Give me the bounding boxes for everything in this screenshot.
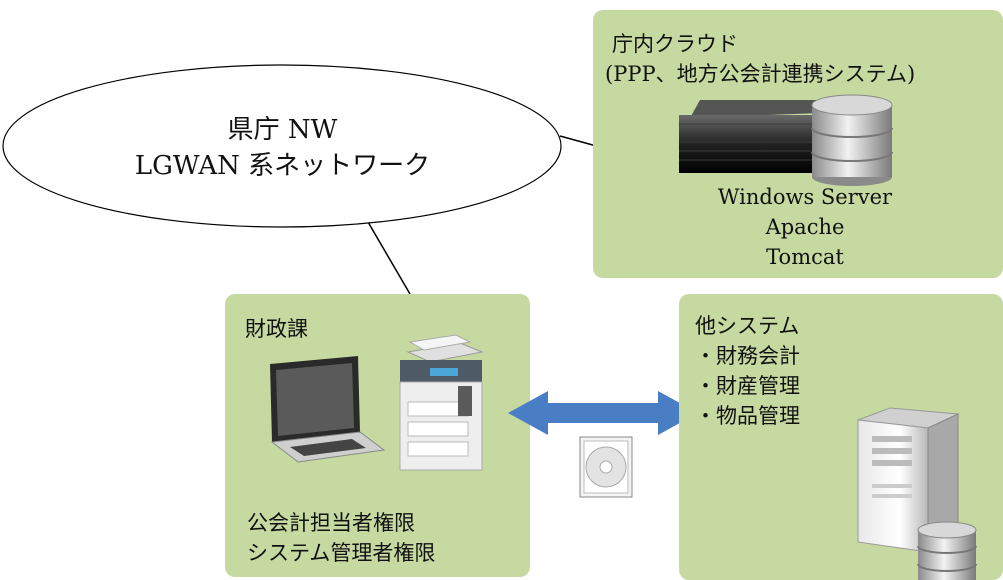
cloud-software-3: Tomcat bbox=[766, 245, 844, 269]
finance-title: 財政課 bbox=[245, 317, 308, 341]
cloud-software-2: Apache bbox=[765, 215, 845, 239]
other-item-1: ・財務会計 bbox=[695, 344, 800, 368]
network-label-line1: 県庁 NW bbox=[227, 115, 338, 145]
cloud-title: 庁内クラウド bbox=[612, 32, 738, 56]
connector-network-finance bbox=[367, 221, 411, 295]
other-item-3: ・物品管理 bbox=[695, 404, 800, 428]
cloud-software-1: Windows Server bbox=[717, 185, 893, 209]
other-item-2: ・財産管理 bbox=[695, 374, 800, 398]
network-label-line2: LGWAN 系ネットワーク bbox=[134, 151, 431, 181]
other-title: 他システム bbox=[695, 314, 800, 338]
finance-role-2: システム管理者権限 bbox=[247, 541, 436, 565]
finance-role-1: 公会計担当者権限 bbox=[247, 511, 415, 535]
cloud-subtitle: (PPP、地方公会計連携システム) bbox=[605, 62, 916, 86]
